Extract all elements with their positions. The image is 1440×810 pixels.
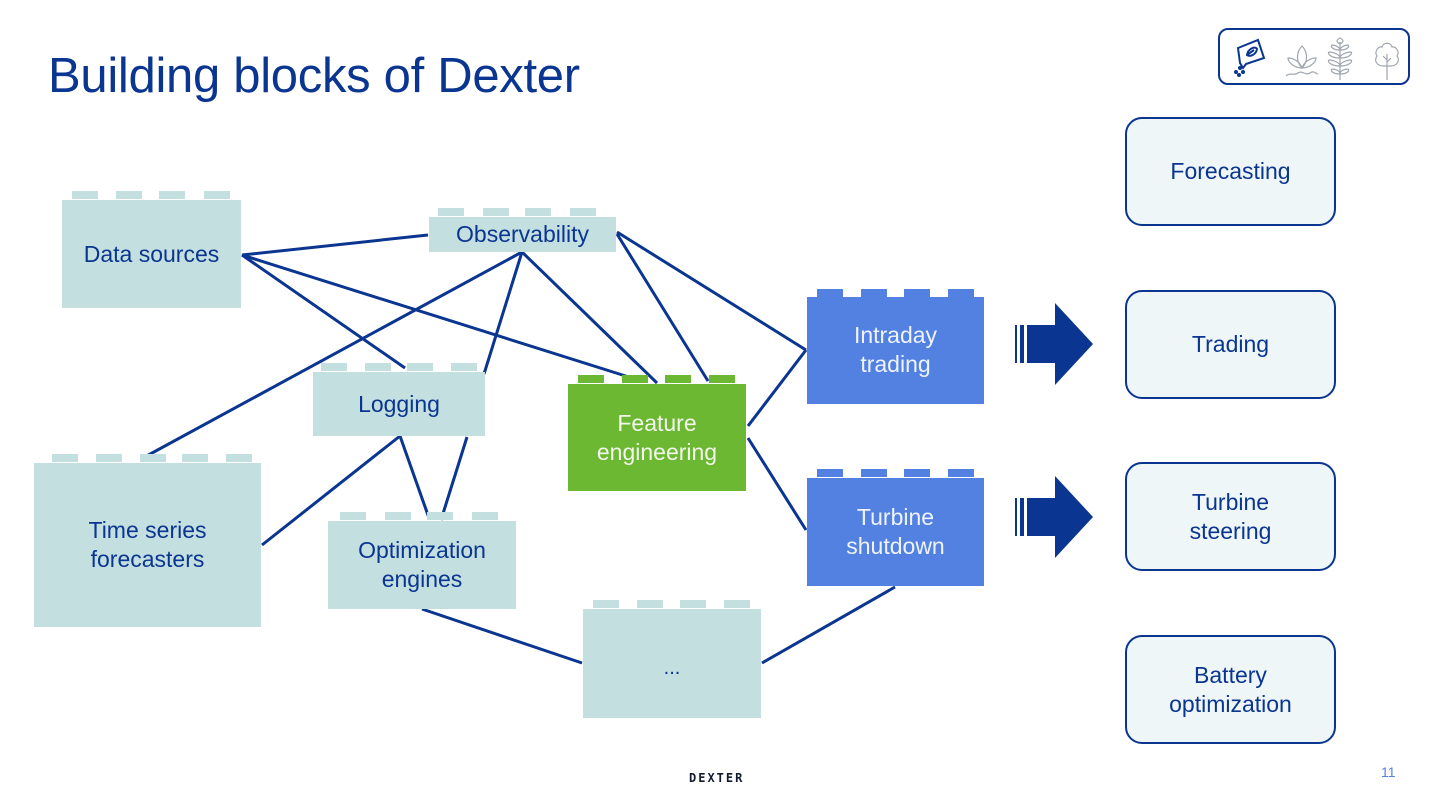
connector-feature-engineering-intraday <box>746 349 808 427</box>
outcome-label: Turbine steering <box>1189 488 1272 544</box>
block-optimization-engines: Optimization engines <box>328 512 516 609</box>
block-intraday-trading: Intraday trading <box>807 289 984 404</box>
outcome-battery-optimization: Battery optimization <box>1125 635 1336 744</box>
outcome-forecasting: Forecasting <box>1125 117 1336 226</box>
growth-stage-icons <box>1218 28 1410 85</box>
connector-logging-optimization-a <box>398 435 431 519</box>
outcome-label: Forecasting <box>1170 158 1291 184</box>
block-label: Optimization engines <box>328 521 516 609</box>
connector-logging-optimization-b <box>439 436 469 521</box>
connector-feature-engineering-turbine-shutdown <box>746 437 808 531</box>
connector-data-sources-observability <box>241 233 429 257</box>
footer-brand-logo: DEXTER <box>689 771 745 785</box>
connector-observability-intraday-trading <box>616 230 807 352</box>
block-label: Logging <box>313 372 485 436</box>
block-label: Observability <box>429 217 616 252</box>
connector-observability-logging <box>482 251 524 375</box>
outcome-label: Battery optimization <box>1169 661 1292 717</box>
connector-observability-feature-engineering-a <box>520 250 659 385</box>
block-label: Time series forecasters <box>34 463 261 627</box>
arrow-right-icon <box>1015 476 1093 558</box>
block-label: ... <box>583 609 761 718</box>
outcome-label: Trading <box>1191 331 1270 357</box>
outcome-trading: Trading <box>1125 290 1336 399</box>
seed-packet-icon <box>1234 38 1266 77</box>
connector-turbine-shutdown-more <box>761 585 896 665</box>
page-number: 11 <box>1381 764 1396 780</box>
block-feature-engineering: Feature engineering <box>568 375 746 491</box>
block-logging: Logging <box>313 363 485 436</box>
connector-observability-feature-engineering-b <box>615 233 710 382</box>
sprout-icon <box>1285 45 1319 77</box>
tree-icon <box>1375 42 1399 80</box>
block-more: ... <box>583 600 761 718</box>
block-label: Intraday trading <box>807 297 984 404</box>
block-time-series-forecasters: Time series forecasters <box>34 454 261 627</box>
block-observability: Observability <box>429 208 616 252</box>
connector-data-sources-logging <box>241 253 406 370</box>
outcome-turbine-steering: Turbine steering <box>1125 462 1336 571</box>
connector-optimization-more <box>421 607 583 665</box>
block-data-sources: Data sources <box>62 191 241 308</box>
block-turbine-shutdown: Turbine shutdown <box>807 469 984 586</box>
block-label: Turbine shutdown <box>807 478 984 586</box>
slide-title: Building blocks of Dexter <box>48 49 580 103</box>
connector-data-sources-feature-engineering <box>241 253 633 380</box>
arrow-right-icon <box>1015 303 1093 385</box>
fern-icon <box>1327 37 1353 80</box>
block-label: Feature engineering <box>568 384 746 491</box>
block-label: Data sources <box>62 200 241 308</box>
